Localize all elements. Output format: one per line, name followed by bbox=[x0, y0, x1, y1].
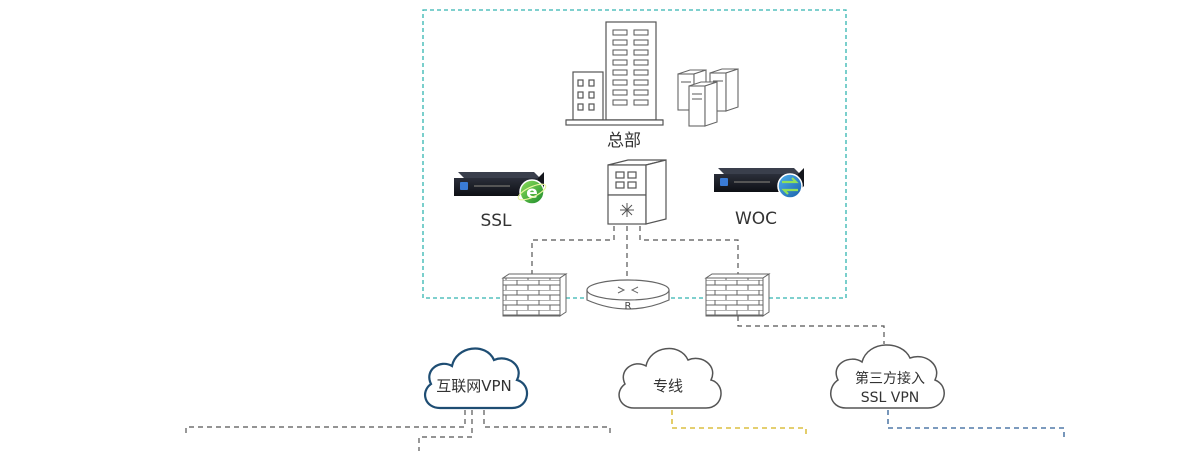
third-party-uplink bbox=[737, 316, 885, 344]
headquarters-boundary bbox=[422, 9, 847, 299]
third-party-label-line2: SSL VPN bbox=[861, 390, 920, 406]
woc-appliance-icon bbox=[714, 168, 804, 199]
firewall-left-icon bbox=[501, 273, 568, 317]
ssl-appliance-icon: e bbox=[454, 172, 547, 205]
core-switch-icon bbox=[607, 159, 667, 225]
server-cluster-icon bbox=[677, 68, 739, 127]
internet-vpn-label: 互联网VPN bbox=[436, 377, 512, 395]
headquarters-label: 总部 bbox=[607, 131, 641, 151]
ssl-label: SSL bbox=[480, 211, 512, 231]
router-mark: R bbox=[625, 301, 632, 312]
office-buildings-icon bbox=[565, 21, 664, 126]
dedicated-line-label: 专线 bbox=[653, 377, 683, 395]
router-icon bbox=[586, 279, 670, 310]
woc-label: WOC bbox=[735, 209, 777, 229]
svg-text:e: e bbox=[526, 183, 538, 203]
third-party-cloud-icon bbox=[830, 344, 945, 409]
third-party-downlink bbox=[887, 410, 1065, 438]
internal-links bbox=[531, 226, 739, 280]
third-party-label-line1: 第三方接入 bbox=[855, 370, 925, 387]
dedicated-line-cloud-icon bbox=[618, 347, 722, 409]
internet-vpn-cloud-icon bbox=[423, 347, 528, 410]
internet-vpn-downlinks bbox=[185, 410, 611, 451]
firewall-right-icon bbox=[704, 273, 771, 317]
dedicated-line-downlink bbox=[671, 410, 807, 438]
